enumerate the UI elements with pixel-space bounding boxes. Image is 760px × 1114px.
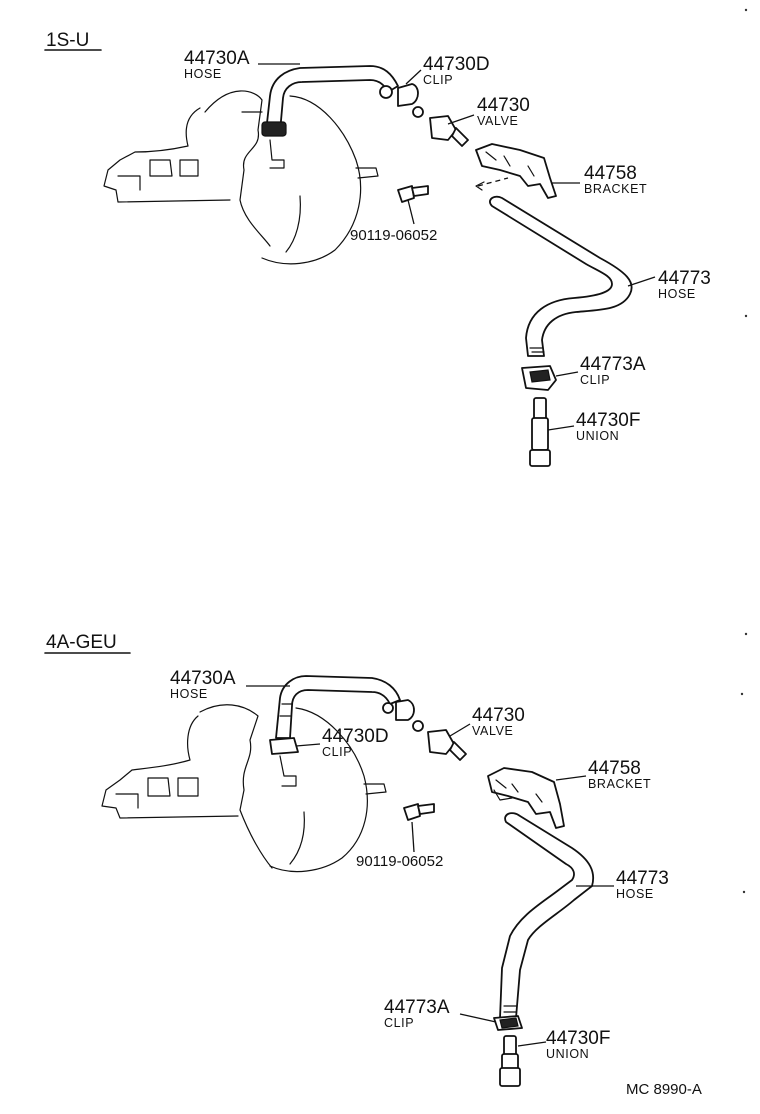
callout-bracket-44758: 44758 BRACKET <box>588 758 651 791</box>
section-1s-u: 1S-U <box>44 30 711 467</box>
callout-text: 44773 <box>616 868 669 889</box>
union-44730f <box>499 1035 521 1087</box>
callout-hose-44730a: 44730A HOSE <box>170 668 236 701</box>
bracket-44758 <box>475 143 557 199</box>
section-title: 1S-U <box>46 30 89 51</box>
callout-text: 44758 <box>588 758 641 779</box>
callout-clip-44773a: 44773A CLIP <box>384 997 450 1030</box>
callout-union-44730f: 44730F UNION <box>576 410 640 443</box>
callout-clip-44730d: 44730D CLIP <box>322 726 389 759</box>
callout-text: 44730 <box>472 705 525 726</box>
leader-line <box>517 1041 547 1047</box>
valve-44730 <box>412 106 469 147</box>
leader-line <box>295 743 321 747</box>
leader-line <box>555 371 579 377</box>
callout-text: UNION <box>576 429 619 443</box>
callout-text: 90119-06052 <box>350 227 437 244</box>
hose-44773 <box>489 195 633 357</box>
callout-bolt-90119-06052: 90119-06052 <box>350 227 437 244</box>
callout-text: UNION <box>546 1047 589 1061</box>
callout-text: BRACKET <box>584 182 647 196</box>
callout-text: CLIP <box>580 373 610 387</box>
bolt-90119-06052 <box>403 803 435 821</box>
callout-bracket-44758: 44758 BRACKET <box>584 163 647 196</box>
callout-text: 44773 <box>658 268 711 289</box>
callout-text: 44730D <box>322 726 389 747</box>
union-44730f <box>529 397 551 467</box>
callout-text: HOSE <box>184 67 222 81</box>
clip-44773a <box>493 1015 523 1031</box>
leader-line <box>459 1013 497 1023</box>
brake-booster-outline <box>101 704 387 873</box>
callout-clip-44773a: 44773A CLIP <box>580 354 646 387</box>
callout-hose-44773: 44773 HOSE <box>616 868 669 901</box>
callout-text: 44730F <box>576 410 640 431</box>
hose-44773 <box>499 812 594 1019</box>
callout-text: 44730 <box>477 95 530 116</box>
leader-line <box>407 199 415 225</box>
callout-hose-44773: 44773 HOSE <box>658 268 711 301</box>
leader-line <box>447 114 475 125</box>
callout-text: BRACKET <box>588 777 651 791</box>
callout-text: CLIP <box>423 73 453 87</box>
edge-marks <box>740 8 748 894</box>
clip-44730d <box>269 699 415 787</box>
callout-text: HOSE <box>658 287 696 301</box>
bolt-90119-06052 <box>397 185 429 203</box>
valve-44730 <box>412 720 467 761</box>
section-4a-geu: 4A-GEU <box>44 632 669 1087</box>
callout-clip-44730d: 44730D CLIP <box>423 54 490 87</box>
leader-line <box>411 821 415 853</box>
clip-44730d <box>379 83 419 107</box>
section-title: 4A-GEU <box>46 632 117 653</box>
bracket-44758 <box>487 767 565 829</box>
leader-line <box>449 723 471 737</box>
callout-text: 44730A <box>170 668 236 689</box>
callout-bolt-90119-06052: 90119-06052 <box>356 853 443 870</box>
leader-line <box>555 775 587 781</box>
leader-line <box>627 276 656 287</box>
callout-text: 44730D <box>423 54 490 75</box>
callout-text: 44758 <box>584 163 637 184</box>
callout-text: HOSE <box>616 887 654 901</box>
brake-booster-outline <box>103 90 379 265</box>
figure-code: MC 8990-A <box>626 1081 702 1098</box>
callout-union-44730f: 44730F UNION <box>546 1028 610 1061</box>
callout-hose-44730a: 44730A HOSE <box>184 48 250 81</box>
callout-text: VALVE <box>472 724 513 738</box>
leader-line <box>547 425 575 431</box>
callout-text: 44773A <box>580 354 646 375</box>
callout-text: CLIP <box>322 745 352 759</box>
callout-valve-44730: 44730 VALVE <box>472 705 525 738</box>
callout-text: 44730F <box>546 1028 610 1049</box>
callout-text: 90119-06052 <box>356 853 443 870</box>
clip-44773a <box>521 365 557 391</box>
callout-text: CLIP <box>384 1016 414 1030</box>
callout-text: VALVE <box>477 114 518 128</box>
callout-text: 44773A <box>384 997 450 1018</box>
callout-text: 44730A <box>184 48 250 69</box>
callout-text: HOSE <box>170 687 208 701</box>
callout-valve-44730: 44730 VALVE <box>477 95 530 128</box>
leader-line <box>405 69 422 85</box>
